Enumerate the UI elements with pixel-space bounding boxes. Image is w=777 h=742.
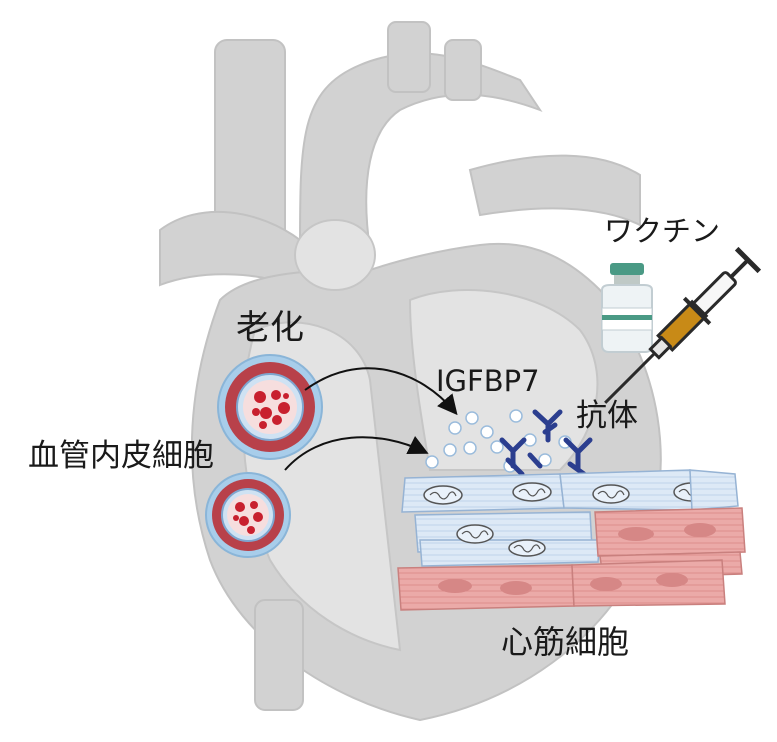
vaccine-label: ワクチン — [604, 214, 721, 248]
antibody-molecules — [499, 409, 593, 477]
vessel-cross-section-aging — [217, 354, 323, 460]
arrow-aging-to-igfbp7 — [304, 367, 458, 416]
vessel-cross-section-young — [205, 472, 291, 558]
vaccine-vial-icon — [601, 263, 653, 353]
aging-label: 老化 — [236, 308, 304, 348]
arrow-vessel-to-igfbp7 — [284, 435, 429, 471]
endothelial-cells-label: 血管内皮細胞 — [28, 438, 214, 474]
antibody-label: 抗体 — [576, 398, 638, 434]
igfbp7-label: IGFBP7 — [436, 364, 540, 398]
endothelial-cell-layer — [401, 469, 739, 567]
cardiomyocytes-label: 心筋細胞 — [501, 623, 630, 661]
vaccine-syringe-icon — [604, 246, 762, 404]
cardiomyocyte-layer — [397, 507, 746, 611]
